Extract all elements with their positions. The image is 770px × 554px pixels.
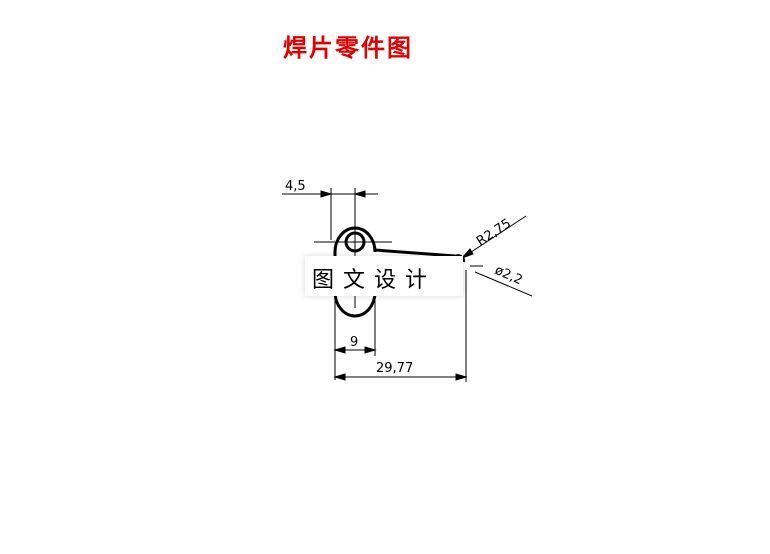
leader-line xyxy=(461,215,527,259)
dimension-slot-width xyxy=(282,188,378,240)
dim-label-eye-width: 9 xyxy=(350,335,358,350)
dim-label-radius: R2,75 xyxy=(474,216,514,249)
arrow-head xyxy=(461,248,474,259)
watermark-label: 图文设计 xyxy=(312,268,437,293)
dimension-total-length xyxy=(333,270,468,382)
dim-label-hole-diameter: ø2,2 xyxy=(492,263,524,288)
arrow-head xyxy=(320,190,333,198)
dim-label-slot-width: 4,5 xyxy=(285,179,306,194)
arrow-head xyxy=(455,373,468,381)
drawing-title: 焊片零件图 xyxy=(283,33,413,62)
leader-line xyxy=(474,271,533,297)
dim-label-total-length: 29,77 xyxy=(376,361,413,376)
arrow-head xyxy=(353,190,366,198)
watermark-panel xyxy=(305,256,463,296)
blade-edge xyxy=(374,248,456,258)
arrow-head xyxy=(333,346,346,354)
arrow-head xyxy=(333,373,346,381)
arrow-head xyxy=(364,346,377,354)
dimension-eye-width xyxy=(333,296,377,380)
dimension-hole-diameter xyxy=(470,265,533,297)
dimension-radius xyxy=(461,215,527,259)
eye-outer-bottom-arc xyxy=(333,291,377,318)
